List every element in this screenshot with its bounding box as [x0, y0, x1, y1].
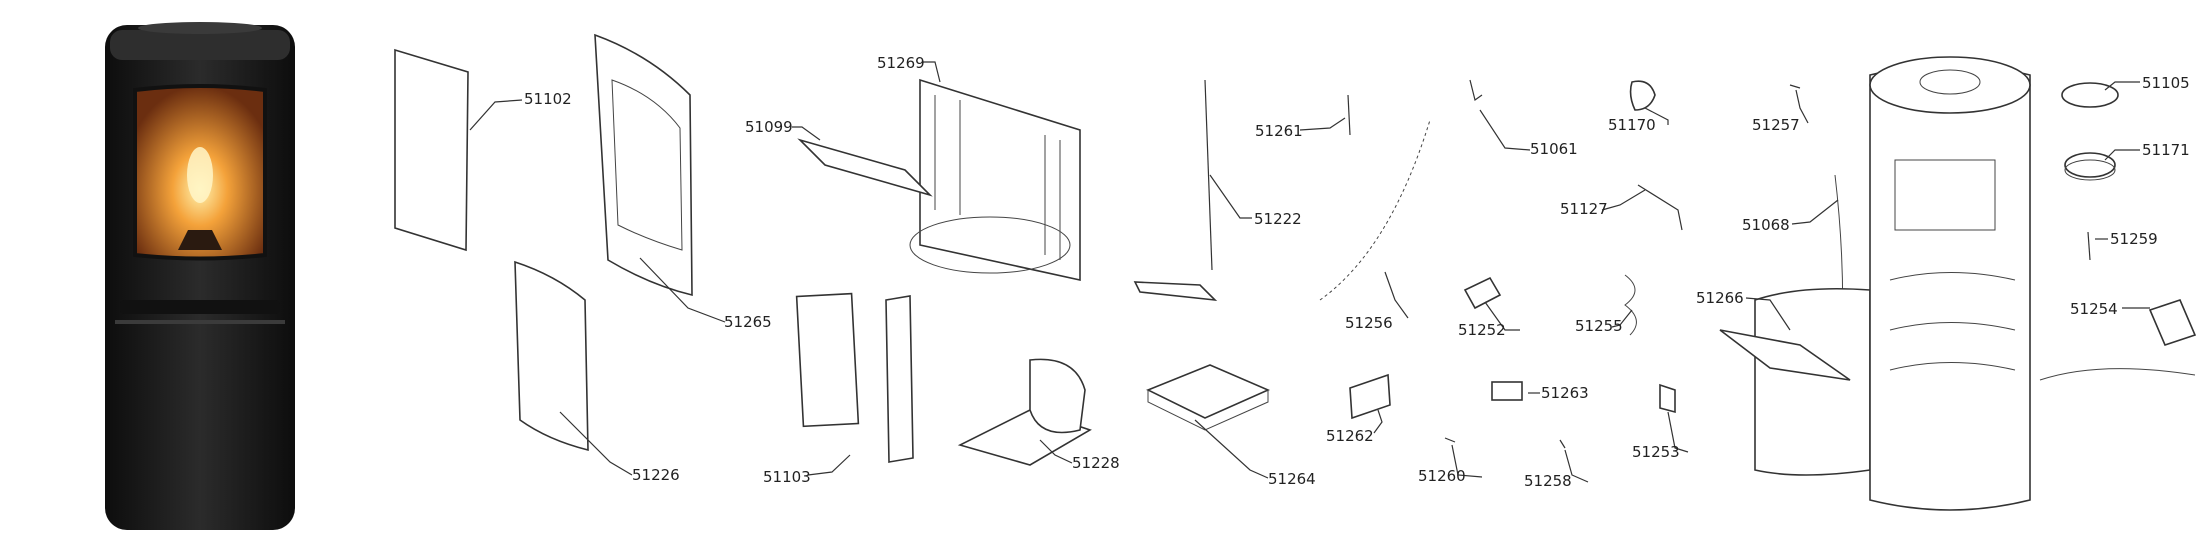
bracket-drawing — [1469, 79, 1483, 102]
label-51103: 51103 — [763, 468, 811, 486]
firebox-drawing — [919, 78, 1081, 281]
fan-drawing — [2148, 299, 2197, 346]
label-51222: 51222 — [1254, 210, 1302, 228]
label-51252: 51252 — [1458, 321, 1506, 339]
label-51102: 51102 — [524, 90, 572, 108]
spring-drawing — [1319, 119, 1431, 301]
screw-drawing — [1559, 439, 1566, 449]
glass-sheet-drawing — [795, 292, 860, 428]
door-frame-drawing — [594, 33, 693, 297]
label-51265: 51265 — [724, 313, 772, 331]
rod-drawing — [1204, 79, 1213, 271]
leader-lines — [469, 61, 2150, 483]
label-51254: 51254 — [2070, 300, 2118, 318]
label-51127: 51127 — [1560, 200, 1608, 218]
label-51262: 51262 — [1326, 427, 1374, 445]
part-drawings — [394, 33, 2197, 511]
label-51170: 51170 — [1608, 116, 1656, 134]
label-51258: 51258 — [1524, 472, 1572, 490]
grate-drawing — [797, 138, 933, 197]
outer-shell-drawing — [1754, 287, 1871, 476]
label-51259: 51259 — [2110, 230, 2158, 248]
stove-photo — [105, 22, 295, 530]
auger-drawing — [1624, 274, 1637, 336]
pin-drawing — [1347, 94, 1351, 136]
stove-body-drawing — [1869, 64, 2031, 511]
glass-panel-drawing — [394, 48, 469, 252]
label-51068: 51068 — [1742, 216, 1790, 234]
label-51263: 51263 — [1541, 384, 1589, 402]
label-51256: 51256 — [1345, 314, 1393, 332]
label-51257: 51257 — [1752, 116, 1800, 134]
label-51269: 51269 — [877, 54, 925, 72]
flue-collar-drawing — [2064, 152, 2116, 178]
label-51226: 51226 — [632, 466, 680, 484]
label-51266: 51266 — [1696, 289, 1744, 307]
part-labels: 51102 51265 51226 51269 51099 51103 5122… — [524, 54, 2190, 490]
igniter-drawing — [1629, 80, 1656, 111]
gear-motor-drawing — [1659, 383, 1676, 414]
curved-glass-drawing — [514, 260, 589, 452]
washer-drawing — [1789, 84, 1801, 89]
top-plate-drawing — [2061, 82, 2119, 108]
clip-drawing — [1444, 437, 1456, 443]
label-51261: 51261 — [1255, 122, 1303, 140]
label-51105: 51105 — [2142, 74, 2190, 92]
label-51255: 51255 — [1575, 317, 1623, 335]
sensor-drawing — [1491, 381, 1523, 401]
label-51171: 51171 — [2142, 141, 2190, 159]
label-51264: 51264 — [1268, 470, 1316, 488]
motor-drawing — [1463, 276, 1502, 310]
label-51061: 51061 — [1530, 140, 1578, 158]
label-51253: 51253 — [1632, 443, 1680, 461]
label-51260: 51260 — [1418, 467, 1466, 485]
bent-rod-drawing — [1637, 184, 1683, 231]
label-51228: 51228 — [1072, 454, 1120, 472]
small-rod-drawing — [2087, 231, 2091, 261]
label-51099: 51099 — [745, 118, 793, 136]
burner-drawing — [1029, 358, 1086, 434]
circuit-board-drawing — [1349, 373, 1391, 420]
gasket-drawing — [885, 295, 914, 463]
